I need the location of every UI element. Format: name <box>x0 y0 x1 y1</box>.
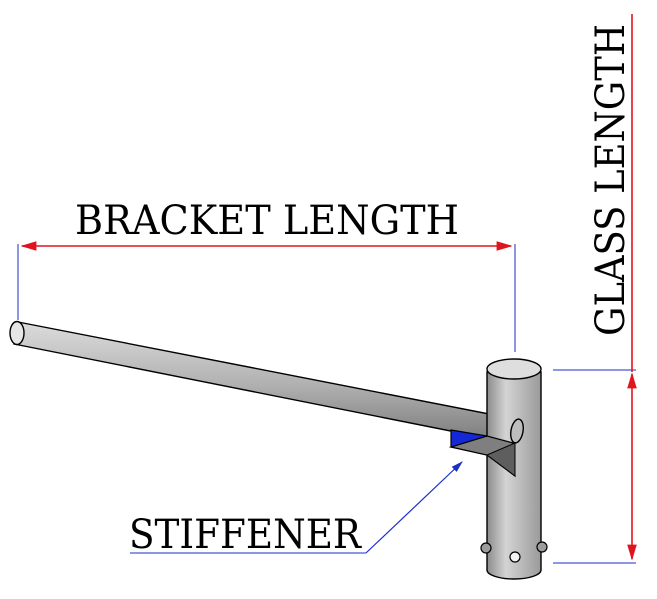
bracket-arm-left-end <box>9 320 25 346</box>
glass-length-label: GLASS LENGTH <box>588 24 634 336</box>
post-fixing-hole <box>509 551 521 563</box>
glass-length-dimension: GLASS LENGTH <box>553 14 637 564</box>
stiffener-gusset-side <box>486 442 516 477</box>
post-top-cap <box>486 358 542 380</box>
post-set-screw-left <box>480 542 492 554</box>
stiffener <box>448 429 516 478</box>
bracket-length-dimension: BRACKET LENGTH <box>17 198 516 352</box>
stiffener-label: STIFFENER <box>129 512 363 558</box>
bracket-arm-body <box>13 321 521 445</box>
post-set-screw-right <box>536 541 548 553</box>
bracket-length-label: BRACKET LENGTH <box>75 198 459 244</box>
stiffener-leader-line <box>365 461 463 554</box>
bracket-arm <box>9 320 521 445</box>
stiffener-callout: STIFFENER <box>129 461 463 558</box>
glass-post <box>480 358 548 580</box>
